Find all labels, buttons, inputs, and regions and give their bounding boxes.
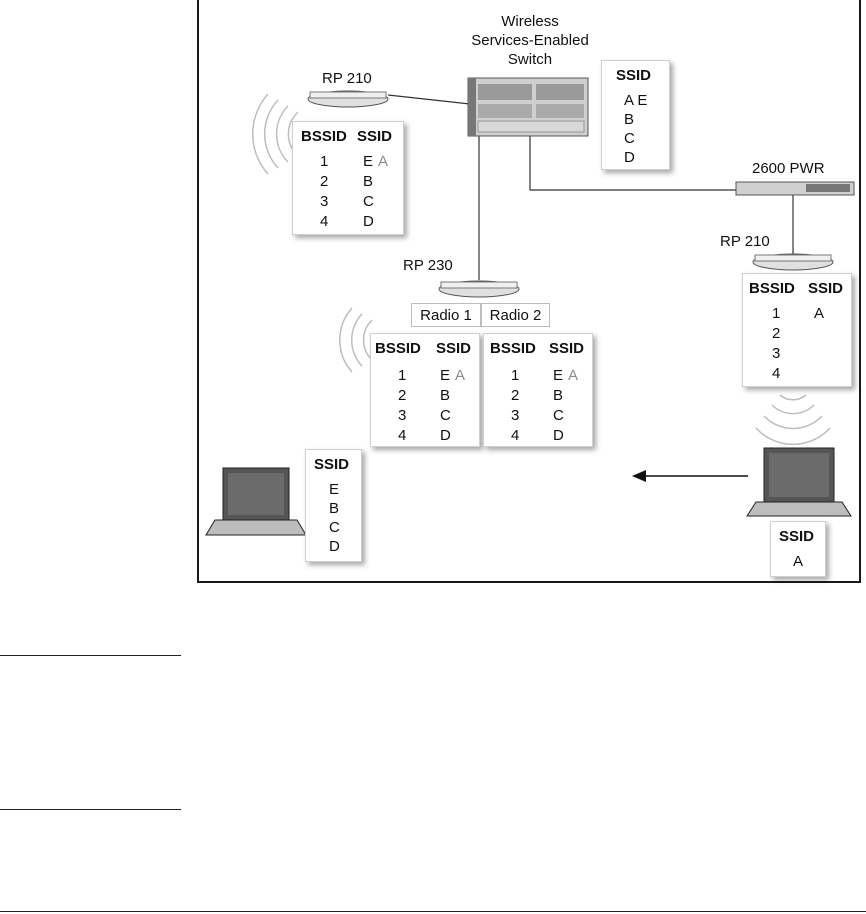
- ssid-value: B: [553, 387, 564, 404]
- rp230-label: RP 230: [403, 257, 453, 274]
- radio1-table: BSSID SSID 1 E A 2 B 3 C 4 D: [370, 333, 480, 447]
- ssid-value: A E: [624, 92, 648, 109]
- pwr-switch-label: 2600 PWR: [752, 160, 825, 177]
- ssid-extra-value: A: [568, 367, 579, 384]
- ssid-extra-value: A: [455, 367, 466, 384]
- ssid-value: E: [440, 367, 451, 384]
- radio2-table: BSSID SSID 1 E A 2 B 3 C 4 D: [483, 333, 593, 447]
- radio-1-tab: Radio 1: [411, 303, 481, 327]
- bssid-value: 2: [320, 173, 329, 190]
- bssid-header: BSSID: [375, 340, 421, 357]
- laptop-right-ssid-card: SSID A: [770, 521, 826, 577]
- ssid-value: C: [363, 193, 374, 210]
- divider-rule: [0, 809, 181, 810]
- bssid-value: 3: [511, 407, 520, 424]
- radio-2-tab: Radio 2: [481, 303, 550, 327]
- ssid-value: C: [440, 407, 451, 424]
- link-switch-rp210-left: [387, 94, 471, 105]
- ssid-value: D: [329, 538, 340, 555]
- bssid-value: 1: [320, 153, 329, 170]
- divider-rule: [0, 655, 181, 656]
- bssid-value: 3: [398, 407, 407, 424]
- access-point-rp210-left-icon: [307, 90, 389, 108]
- laptop-right-icon: [746, 447, 852, 517]
- ssid-header: SSID: [436, 340, 472, 357]
- ssid-value: E: [329, 481, 340, 498]
- ssid-value: E: [553, 367, 564, 384]
- ssid-value: A: [814, 305, 825, 322]
- bssid-value: 1: [398, 367, 407, 384]
- rp210-right-label: RP 210: [720, 233, 770, 250]
- ssid-header: SSID: [808, 280, 844, 297]
- bssid-value: 3: [772, 345, 781, 362]
- bssid-header: BSSID: [301, 128, 347, 145]
- ssid-value: B: [363, 173, 374, 190]
- access-point-rp230-icon: [438, 280, 520, 298]
- ssid-value: D: [553, 427, 564, 444]
- bssid-value: 2: [772, 325, 781, 342]
- wireless-signal-center-icon: [339, 307, 373, 373]
- link-switch-2600pwr: [529, 120, 736, 191]
- ssid-value: C: [624, 130, 635, 147]
- rp210-right-table: BSSID SSID 1 A 2 3 4: [742, 273, 852, 387]
- bssid-value: 4: [398, 427, 407, 444]
- ssid-extra-value: A: [378, 153, 389, 170]
- switch-icon: [467, 77, 589, 137]
- ssid-value: E: [363, 153, 374, 170]
- ssid-value: C: [329, 519, 340, 536]
- access-point-rp210-right-icon: [752, 253, 834, 271]
- ssid-value: A: [793, 553, 804, 570]
- bssid-header: BSSID: [490, 340, 536, 357]
- bssid-value: 1: [511, 367, 520, 384]
- ssid-value: D: [624, 149, 635, 166]
- switch-2600pwr-icon: [735, 181, 855, 196]
- laptop-left-icon: [205, 467, 307, 536]
- switch-title: Wireless Services-Enabled Switch: [471, 13, 589, 68]
- bssid-value: 2: [398, 387, 407, 404]
- rp210-left-table: BSSID SSID 1 E A 2 B 3 C 4 D: [292, 121, 404, 235]
- ssid-value: C: [553, 407, 564, 424]
- ssid-value: B: [329, 500, 340, 517]
- ssid-header: SSID: [549, 340, 585, 357]
- bssid-value: 3: [320, 193, 329, 210]
- laptop-left-ssid-card: SSID E B C D: [305, 449, 362, 562]
- bssid-value: 2: [511, 387, 520, 404]
- ssid-value: D: [363, 213, 374, 230]
- footer-rule: [0, 911, 866, 912]
- ssid-value: D: [440, 427, 451, 444]
- wireless-signal-right-icon: [755, 394, 831, 446]
- ssid-header: SSID: [616, 67, 652, 84]
- bssid-value: 1: [772, 305, 781, 322]
- ssid-header: SSID: [779, 528, 815, 545]
- switch-ssid-card: SSID A E B C D: [601, 60, 670, 170]
- ssid-header: SSID: [314, 456, 350, 473]
- ssid-value: B: [440, 387, 451, 404]
- roaming-arrow-icon: [632, 470, 748, 482]
- bssid-value: 4: [511, 427, 520, 444]
- bssid-header: BSSID: [749, 280, 795, 297]
- ssid-header: SSID: [357, 128, 393, 145]
- bssid-value: 4: [320, 213, 329, 230]
- rp210-left-label: RP 210: [322, 70, 372, 87]
- bssid-value: 4: [772, 365, 781, 382]
- ssid-value: B: [624, 111, 635, 128]
